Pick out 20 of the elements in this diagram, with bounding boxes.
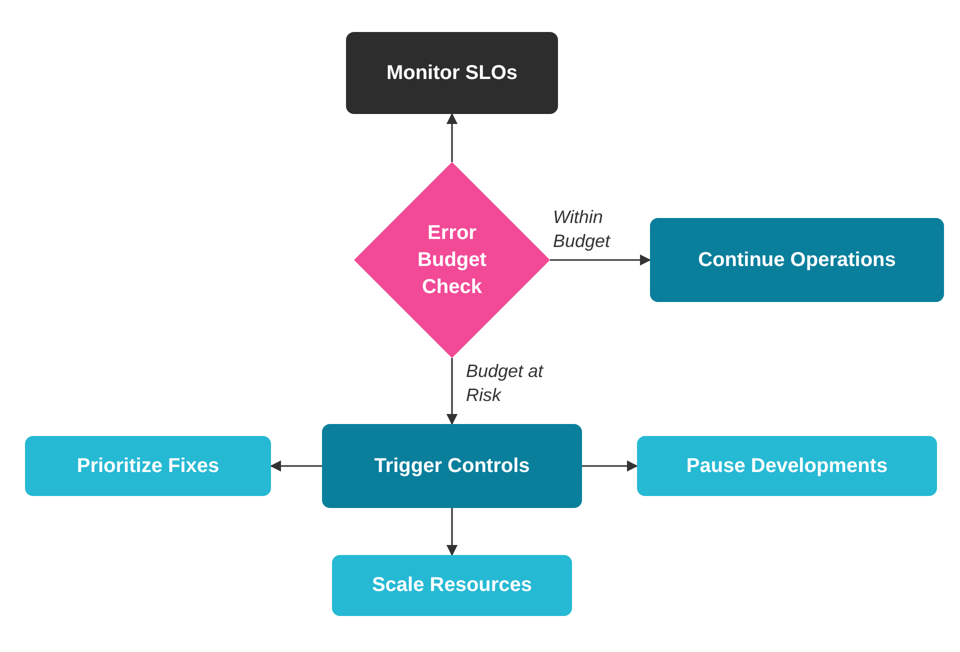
node-label: Pause Developments bbox=[685, 454, 889, 478]
decision-diamond bbox=[354, 162, 550, 358]
process-box bbox=[322, 424, 582, 508]
arrow bbox=[446, 112, 458, 162]
action-box bbox=[637, 436, 937, 496]
action-box bbox=[25, 436, 271, 496]
process-box bbox=[346, 32, 558, 114]
arrow bbox=[582, 460, 638, 472]
arrow bbox=[270, 460, 322, 472]
node-label: Scale Resources bbox=[370, 573, 534, 598]
arrow bbox=[446, 508, 458, 556]
arrow bbox=[550, 254, 652, 266]
arrow bbox=[446, 358, 458, 426]
node-label: Monitor SLOs bbox=[385, 60, 519, 86]
process-box bbox=[650, 218, 944, 302]
action-box bbox=[332, 555, 572, 616]
node-label: Trigger Controls bbox=[373, 454, 531, 478]
node-label: Prioritize Fixes bbox=[76, 454, 220, 478]
node-label: Error Budget Check bbox=[416, 220, 488, 300]
node-label: Continue Operations bbox=[697, 248, 897, 272]
